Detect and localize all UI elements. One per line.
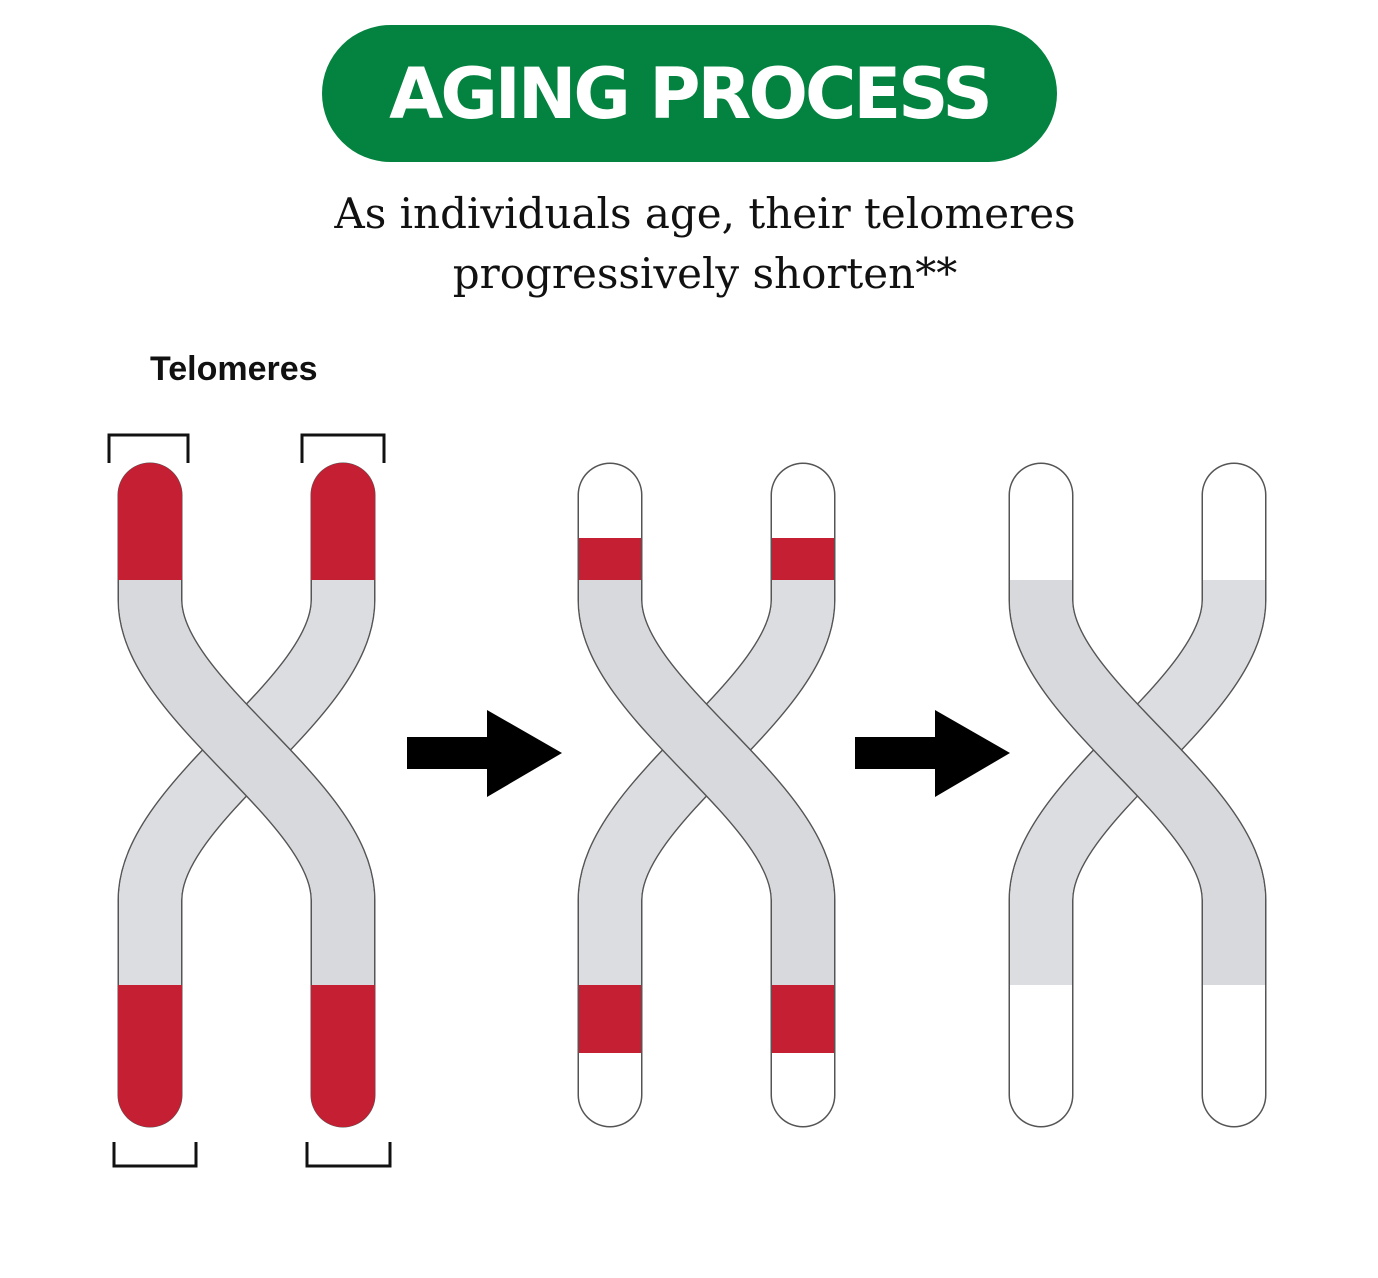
subtitle: As individuals age, their telomeres prog… xyxy=(200,184,1210,304)
arrow-right-icon xyxy=(407,710,562,797)
chromosome-short-telomeres xyxy=(610,495,803,1095)
title: AGING PROCESS xyxy=(389,52,993,135)
subtitle-line-2: progressively shorten** xyxy=(452,249,958,298)
chromosome-no-telomeres xyxy=(1041,495,1234,1095)
subtitle-line-1: As individuals age, their telomeres xyxy=(334,189,1076,238)
arrow-right-icon xyxy=(855,710,1010,797)
telomeres-label: Telomeres xyxy=(150,350,318,388)
title-banner: AGING PROCESS xyxy=(322,25,1057,162)
chromosome-full-telomeres xyxy=(150,495,343,1095)
telomere-brackets xyxy=(107,433,392,1168)
